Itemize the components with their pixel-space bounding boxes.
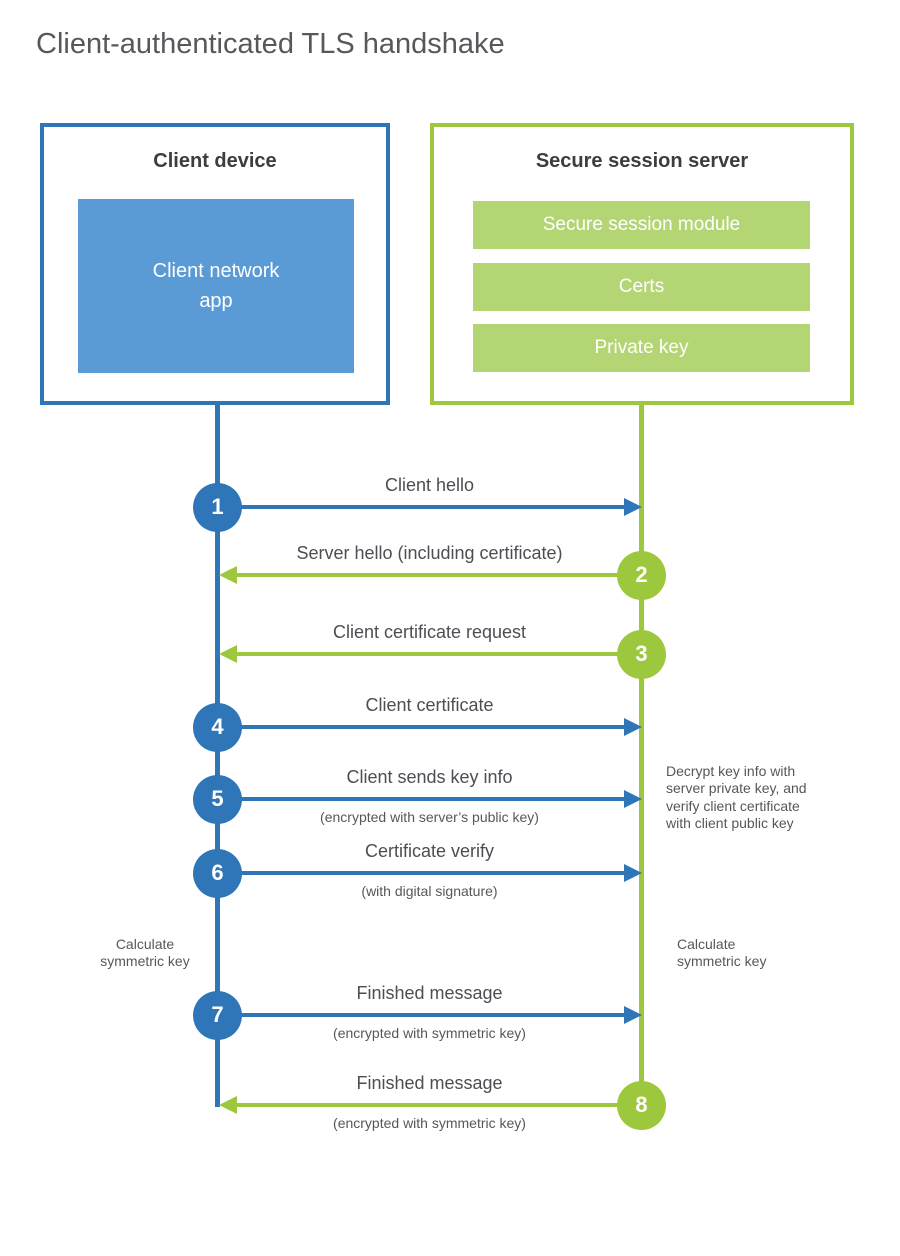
step-7-arrow bbox=[218, 1013, 626, 1017]
step-8-arrowhead-icon bbox=[219, 1096, 237, 1114]
server-lifeline bbox=[639, 405, 644, 1105]
step-2-arrow bbox=[236, 573, 642, 577]
step-2-label: Server hello (including certificate) bbox=[296, 543, 563, 563]
step-6-sublabel: (with digital signature) bbox=[361, 883, 498, 899]
step-3-arrow bbox=[236, 652, 642, 656]
step-2-arrowhead-icon bbox=[219, 566, 237, 584]
step-7-arrowhead-icon bbox=[624, 1006, 642, 1024]
step-1-arrow bbox=[218, 505, 626, 509]
step-3-label: Client certificate request bbox=[332, 622, 527, 642]
step-8-sublabel: (encrypted with symmetric key) bbox=[333, 1115, 526, 1131]
step-8-arrow bbox=[236, 1103, 642, 1107]
step-3-circle: 3 bbox=[617, 629, 666, 679]
step-6-arrow bbox=[218, 871, 626, 875]
step-6-circle: 6 bbox=[193, 848, 242, 898]
step-8-label: Finished message bbox=[356, 1073, 503, 1093]
step-7-label: Finished message bbox=[356, 983, 503, 1003]
step-5-sublabel: (encrypted with server’s public key) bbox=[320, 809, 539, 825]
step-6-arrowhead-icon bbox=[624, 864, 642, 882]
step-4-label: Client certificate bbox=[365, 695, 494, 715]
step-5-arrow bbox=[218, 797, 626, 801]
step-7-circle: 7 bbox=[193, 990, 242, 1040]
step-2-circle: 2 bbox=[617, 550, 666, 600]
step-5-label: Client sends key info bbox=[346, 767, 513, 787]
note-calculate-symmetric-key-client: Calculate symmetric key bbox=[100, 936, 190, 970]
step-1-circle: 1 bbox=[193, 482, 242, 532]
client-network-app-box: Client network app bbox=[78, 199, 354, 373]
step-7-sublabel: (encrypted with symmetric key) bbox=[333, 1025, 526, 1041]
step-1-arrowhead-icon bbox=[624, 498, 642, 516]
step-6-label: Certificate verify bbox=[364, 841, 495, 861]
client-lifeline bbox=[215, 405, 220, 1107]
step-4-arrowhead-icon bbox=[624, 718, 642, 736]
step-4-circle: 4 bbox=[193, 702, 242, 752]
step-8-circle: 8 bbox=[617, 1080, 666, 1130]
server-module-certs: Certs bbox=[473, 263, 810, 311]
step-3-arrowhead-icon bbox=[219, 645, 237, 663]
note-calculate-symmetric-key-server: Calculate symmetric key bbox=[677, 936, 767, 970]
step-4-arrow bbox=[218, 725, 626, 729]
page-title: Client-authenticated TLS handshake bbox=[36, 28, 505, 60]
client-device-title: Client device bbox=[153, 150, 277, 172]
server-module-private-key: Private key bbox=[473, 324, 810, 372]
step-5-arrowhead-icon bbox=[624, 790, 642, 808]
step-5-circle: 5 bbox=[193, 774, 242, 824]
server-module-secure-session: Secure session module bbox=[473, 201, 810, 249]
secure-session-server-title: Secure session server bbox=[535, 150, 749, 172]
step-1-label: Client hello bbox=[384, 475, 475, 495]
note-decrypt-key-info: Decrypt key info with server private key… bbox=[666, 763, 807, 832]
